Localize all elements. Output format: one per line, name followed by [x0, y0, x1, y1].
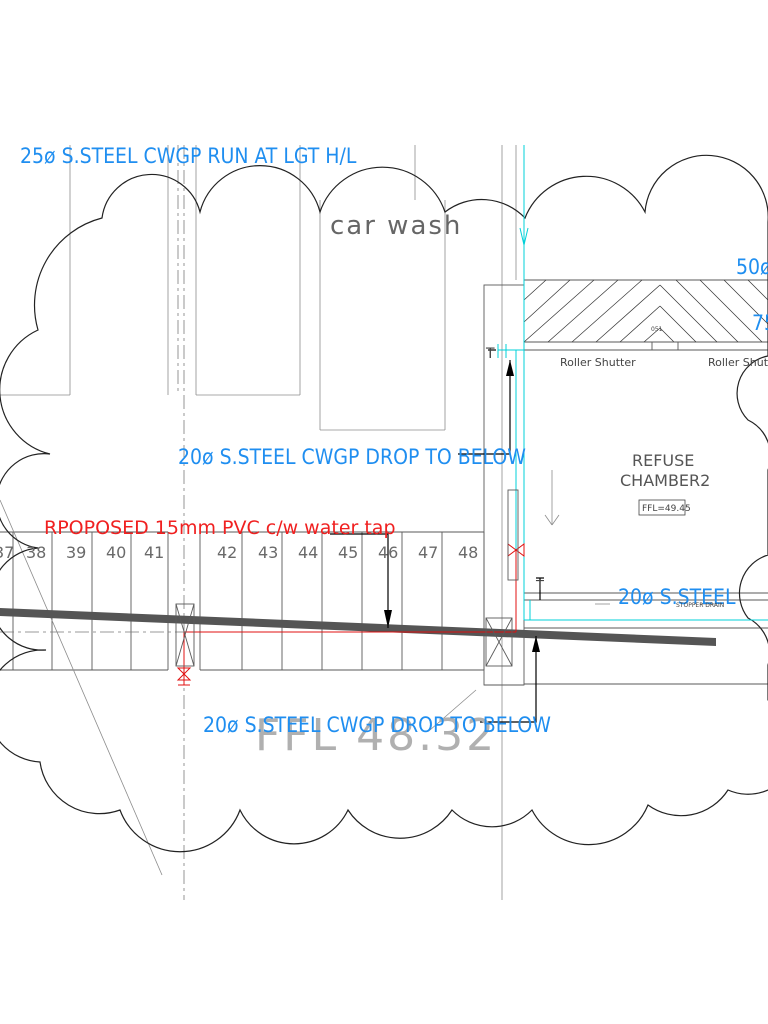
parking-bays: [0, 531, 485, 671]
bay-number: 39: [66, 543, 86, 562]
car-wash-label: car wash: [330, 211, 462, 241]
tap-tag: T: [485, 346, 495, 362]
roller-shutter-label-2: Roller Shutte: [708, 356, 768, 369]
bay-number: 47: [418, 543, 438, 562]
run-note: 25ø S.STEEL CWGP RUN AT LGT H/L: [20, 144, 357, 168]
bay-number: 44: [298, 543, 318, 562]
refuse-chamber-line2: CHAMBER2: [620, 471, 710, 490]
bay-number: 43: [258, 543, 278, 562]
roller-shutter-label-1: Roller Shutter: [560, 356, 636, 369]
revision-cloud: [0, 154, 768, 853]
water-supply-lines: [497, 145, 768, 621]
bay-number: 46: [378, 543, 398, 562]
proposed-pvc-pipe: [176, 543, 525, 686]
bay-number: 38: [26, 543, 46, 562]
valve-boxes: [175, 489, 519, 667]
ffl-box: [638, 499, 686, 516]
bay-number: 48: [458, 543, 478, 562]
tag-t2: T: [535, 579, 544, 594]
refuse-chamber-line1: REFUSE: [632, 451, 694, 470]
bay-number: 45: [338, 543, 358, 562]
building-linework: [0, 145, 768, 900]
drop-note-lower: 20ø S.STEEL CWGP DROP TO BELOW: [203, 713, 551, 737]
bay-number: 42: [217, 543, 237, 562]
proposed-tap-note: RPOPOSED 15mm PVC c/w water tap: [44, 517, 396, 539]
parking-numbers: 37 38 39 40 41 42 43 44 45 46 47 48: [0, 543, 478, 562]
bay-number: 37: [0, 543, 14, 562]
leaders: [330, 349, 544, 723]
pipe-size-50: 50ø: [736, 255, 768, 279]
ghost-level: FFL 48.32: [255, 710, 497, 761]
steel-note-right: 20ø S.STEEL: [618, 585, 736, 609]
tag-051: 051: [651, 326, 663, 333]
bay-number: 41: [144, 543, 164, 562]
ramp-edge: [0, 608, 716, 646]
ffl-label: FFL=49.45: [642, 504, 691, 514]
pipe-size-75: 75: [752, 311, 768, 335]
stopper-drain-tag: STOPPER DRAIN: [676, 602, 724, 609]
shutter-hatch: [523, 279, 768, 343]
bay-number: 40: [106, 543, 126, 562]
drop-note-upper: 20ø S.STEEL CWGP DROP TO BELOW: [178, 445, 526, 469]
